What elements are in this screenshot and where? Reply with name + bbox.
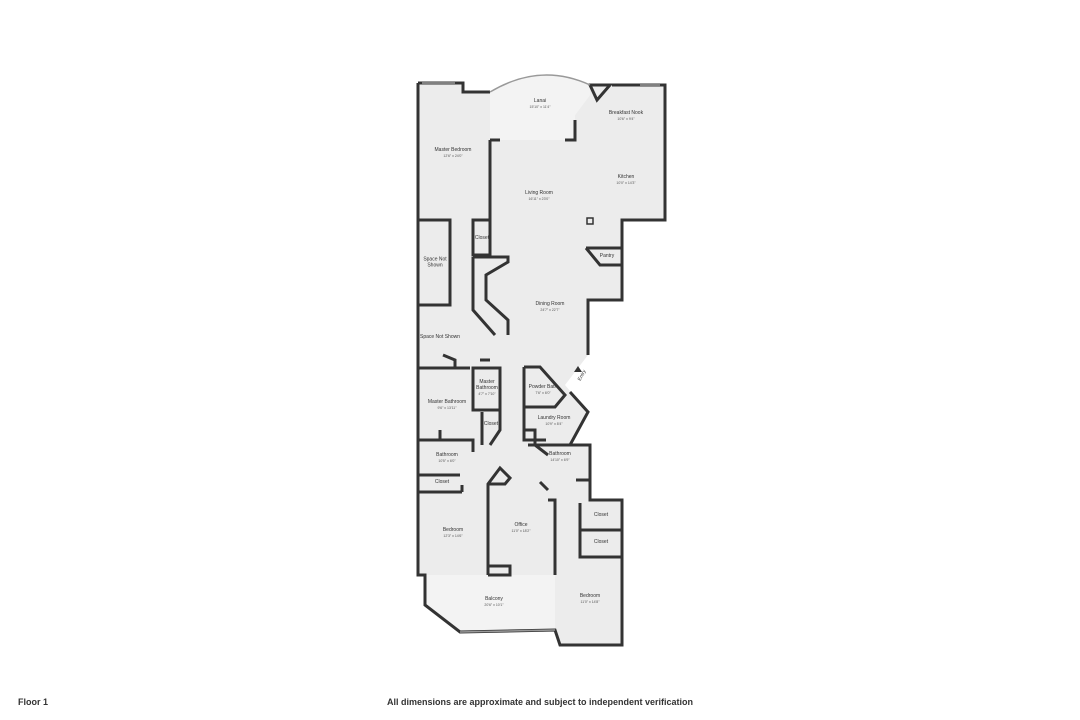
floor-label: Floor 1 [18, 697, 49, 707]
room-label: Space Not Shown [423, 256, 447, 268]
room-label: Closet [593, 539, 609, 546]
room-label: Pantry [599, 253, 615, 260]
room-label: Closet [474, 235, 490, 242]
column [586, 217, 594, 225]
walls [416, 81, 667, 647]
entry-arrow-icon [574, 366, 582, 372]
room-label: Closet [483, 421, 499, 428]
windows [422, 74, 660, 633]
room-label: Closet [434, 479, 450, 486]
room-label: Space Not Shown [419, 334, 461, 341]
disclaimer: All dimensions are approximate and subje… [386, 697, 694, 707]
room-label: Closet [593, 512, 609, 519]
lanai-area [490, 75, 590, 140]
floor-area [418, 83, 665, 645]
balcony-area [425, 575, 555, 632]
